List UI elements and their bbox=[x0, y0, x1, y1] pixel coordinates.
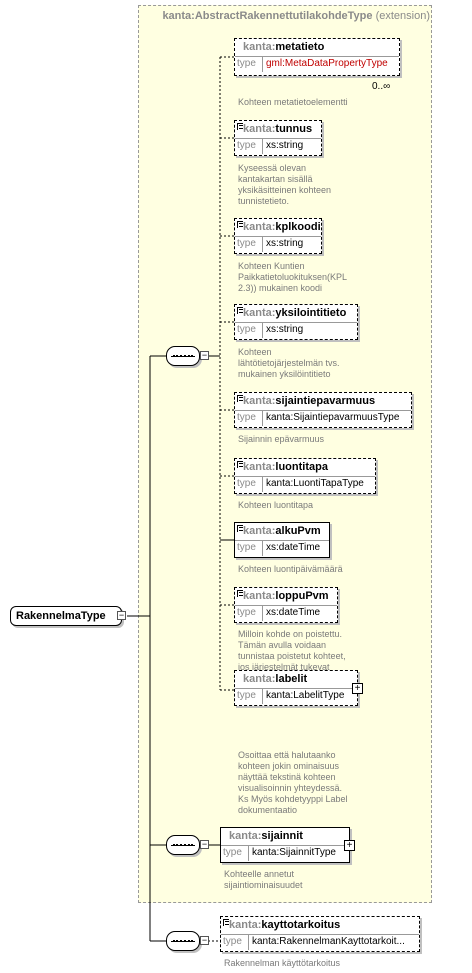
element-description: Rakennelman käyttötarkoitus bbox=[224, 958, 341, 968]
element-description: Kohteen metatietoelementti bbox=[238, 97, 348, 107]
annotation-icon bbox=[237, 525, 243, 532]
root-collapse-toggle[interactable]: − bbox=[117, 610, 126, 620]
cardinality-label: 0..∞ bbox=[372, 81, 391, 92]
element-description: Osoittaa että halutaanko kohteen jokin o… bbox=[238, 750, 348, 815]
element-description: Kohteen luontitapa bbox=[238, 500, 314, 510]
element-description: Kohteen lähtötietojärjestelmän tvs. muka… bbox=[238, 347, 340, 379]
annotation-icon bbox=[237, 123, 243, 130]
element-description: Kohteen Kuntien Paikkatietoluokituksen(K… bbox=[238, 261, 348, 293]
sequence-compositor-main[interactable] bbox=[166, 346, 200, 366]
annotation-icon bbox=[237, 590, 243, 597]
extension-title: kanta:AbstractRakennettutilakohdeType (e… bbox=[162, 10, 430, 22]
sequence-sijainnit-toggle[interactable]: − bbox=[200, 839, 209, 849]
sequence-main-toggle[interactable]: − bbox=[200, 350, 209, 360]
annotation-icon bbox=[237, 307, 243, 314]
annotation-icon bbox=[237, 395, 243, 402]
element-description: Kohteelle annetut sijaintiominaisuudet bbox=[224, 869, 303, 890]
sequence-compositor-kayttotarkoitus[interactable] bbox=[166, 931, 200, 951]
root-type-node[interactable]: RakennelmaType bbox=[10, 606, 122, 626]
element-description: Kyseessä olevan kantakartan sisällä yksi… bbox=[238, 163, 332, 206]
annotation-icon bbox=[223, 919, 229, 926]
expand-toggle[interactable]: + bbox=[352, 683, 363, 694]
element-description: Kohteen luontipäivämäärä bbox=[238, 564, 343, 574]
annotation-icon bbox=[237, 221, 243, 228]
expand-toggle[interactable]: + bbox=[344, 840, 355, 851]
sequence-compositor-sijainnit[interactable] bbox=[166, 835, 200, 855]
element-description: Sijainnin epävarmuus bbox=[238, 434, 325, 444]
annotation-icon bbox=[237, 461, 243, 468]
sequence-kayttotarkoitus-toggle[interactable]: − bbox=[200, 935, 209, 945]
